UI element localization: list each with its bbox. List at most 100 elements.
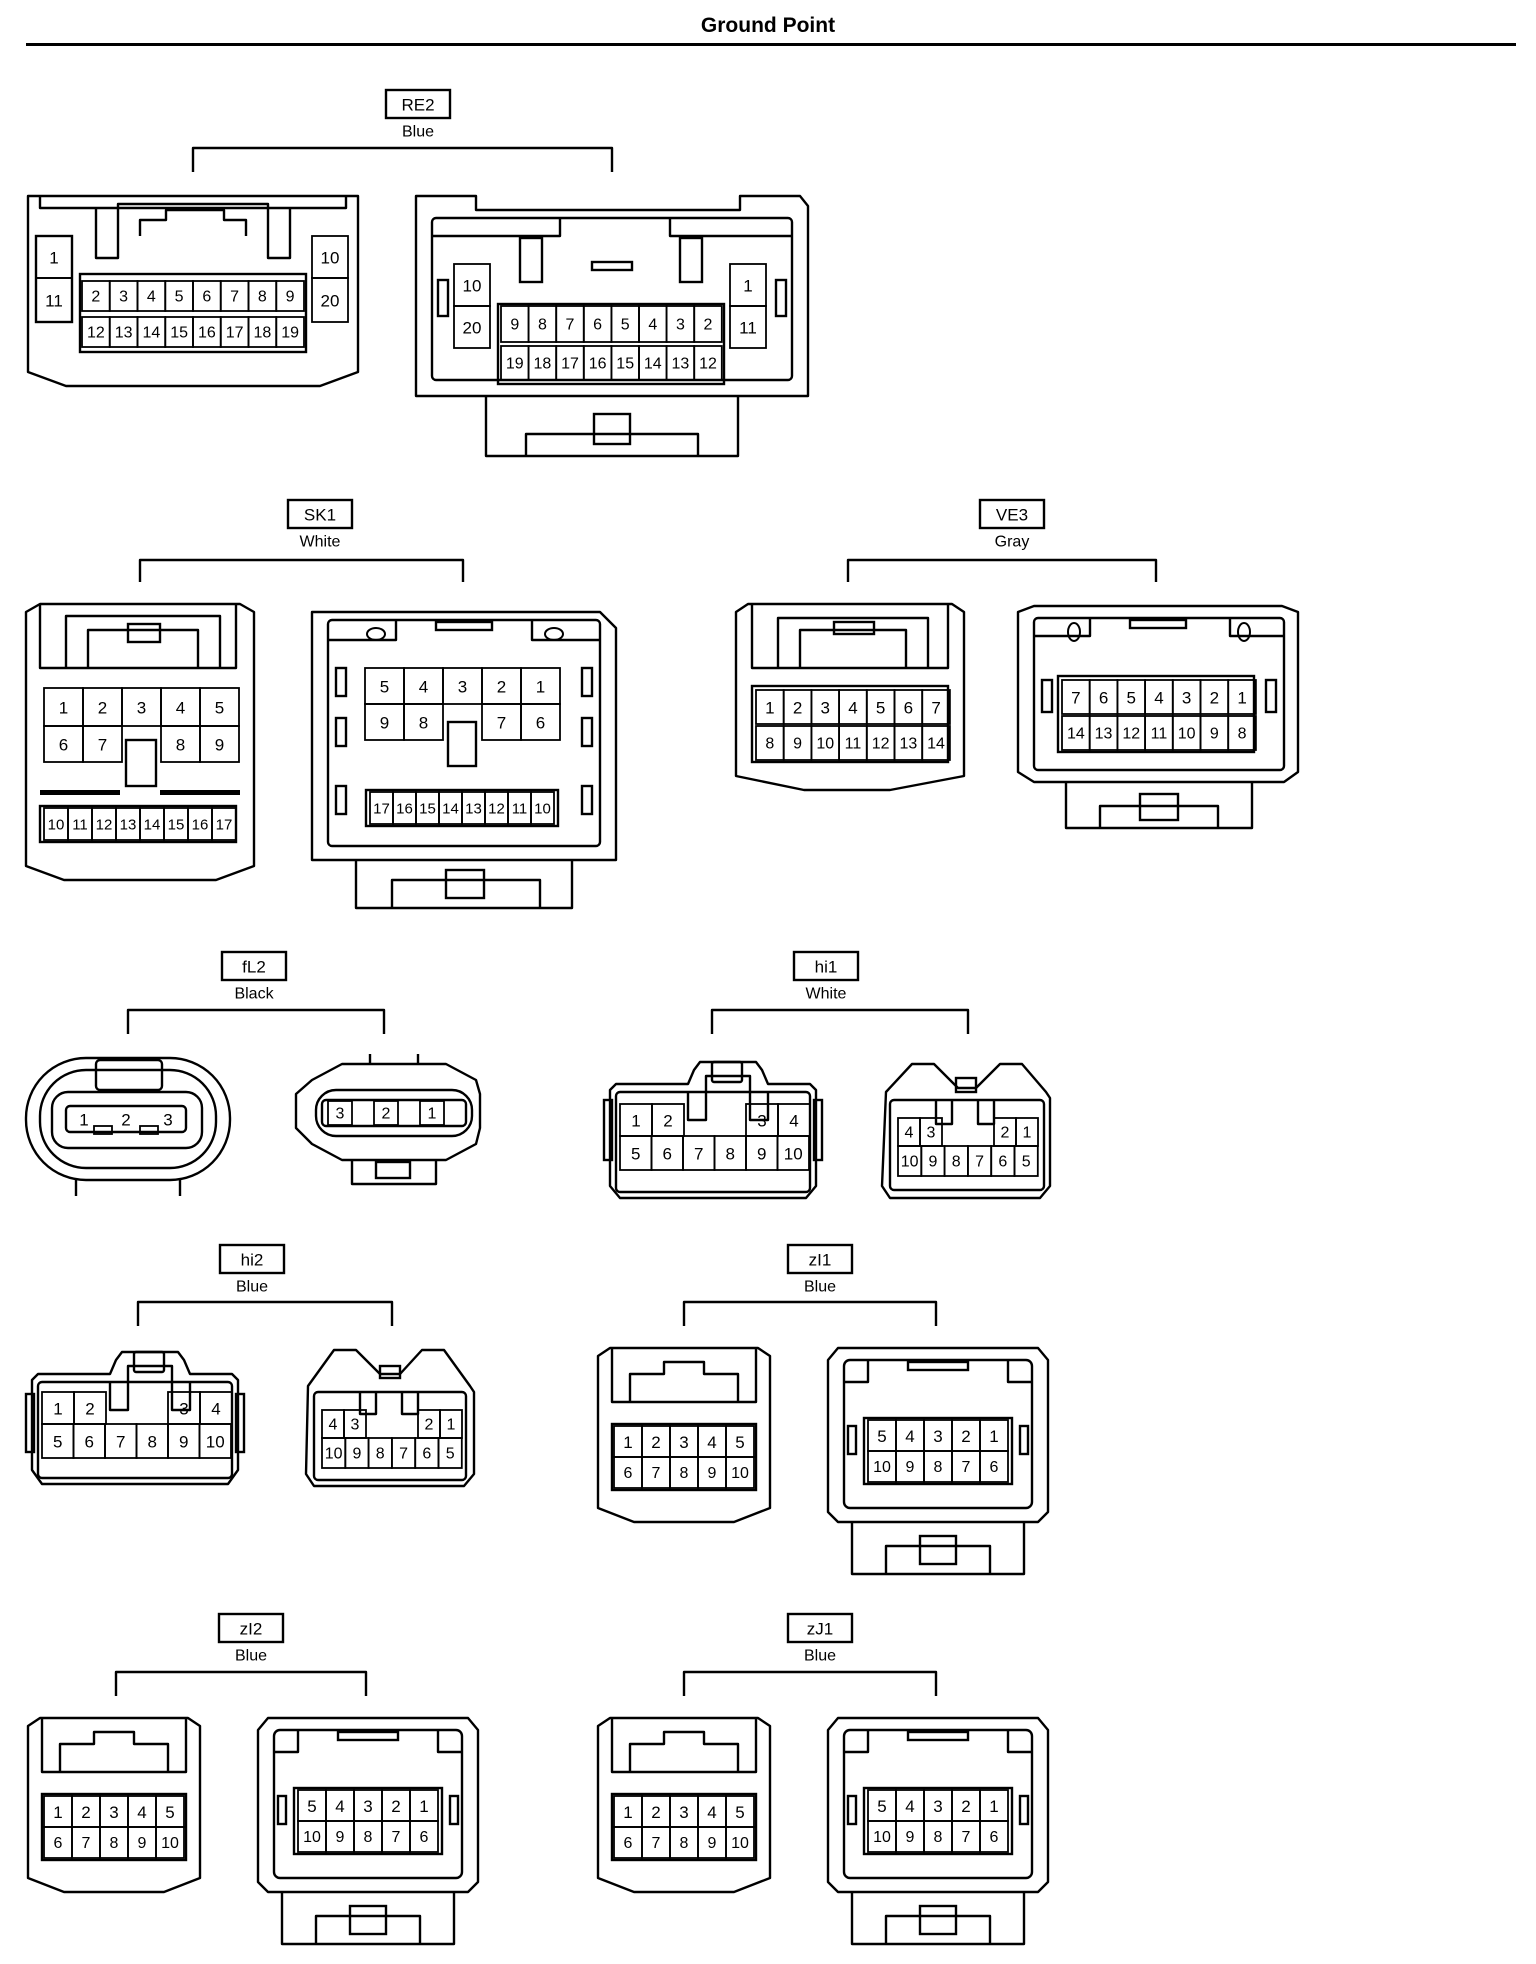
housing-outline (256, 1716, 480, 1894)
pin-number: 4 (176, 699, 185, 718)
connector-color: Blue (236, 1279, 268, 1296)
pin-number: 16 (589, 356, 607, 373)
lock-tab (484, 396, 740, 458)
connector-color: Black (234, 986, 274, 1003)
pin-number: 17 (216, 817, 233, 834)
pin-number: 20 (463, 319, 482, 338)
pin-number: 5 (1127, 689, 1136, 708)
keyway (124, 738, 158, 788)
pin-number: 5 (735, 1433, 744, 1452)
pin-number: 9 (793, 736, 802, 753)
pin-number: 17 (561, 356, 579, 373)
bracket (710, 1008, 970, 1034)
pin-number: 5 (621, 317, 630, 334)
side-rib (846, 1794, 858, 1826)
side-rib (602, 1098, 614, 1162)
pin-number: 10 (901, 1154, 919, 1171)
mount-hole (1237, 622, 1251, 642)
pin-number: 6 (663, 1145, 672, 1164)
inner-housing (312, 1390, 468, 1482)
lock-tab (350, 1160, 438, 1186)
connector-code-box (217, 1612, 285, 1644)
pin-number: 9 (928, 1154, 937, 1171)
pin-number: 9 (906, 1829, 915, 1846)
inner-housing (1032, 616, 1286, 772)
pin-number: 6 (202, 289, 211, 306)
pin-number: 5 (215, 699, 224, 718)
pin-number: 1 (447, 1417, 456, 1434)
title-rule (26, 43, 1516, 46)
pin-number: 2 (704, 317, 713, 334)
lock-tab (850, 1522, 1026, 1576)
pin-number: 4 (905, 1125, 914, 1142)
pin-number: 8 (419, 714, 428, 733)
pin-number: 8 (765, 736, 774, 753)
connector-color: Gray (995, 534, 1030, 551)
latch-slot (590, 260, 634, 272)
latch-slot (94, 1058, 164, 1092)
pin-number: 19 (506, 356, 524, 373)
side-rib (276, 1794, 288, 1826)
housing-outline (596, 1716, 772, 1894)
separator-bar (40, 790, 120, 795)
latch-slot (126, 622, 162, 644)
connector-code: zI1 (809, 1251, 832, 1270)
pin-number: 4 (905, 1797, 914, 1816)
pin-number: 10 (873, 1459, 891, 1476)
connector-code-box (978, 498, 1046, 530)
connector-code: hi1 (815, 958, 838, 977)
housing-outline (314, 1088, 474, 1138)
housing-outline (328, 620, 600, 642)
side-rib (24, 1392, 36, 1454)
pin-number: 1 (49, 249, 58, 268)
pin-number: 2 (651, 1433, 660, 1452)
pin-cell (725, 1826, 755, 1859)
pin-number: 10 (1178, 726, 1196, 743)
housing-outline (304, 1348, 476, 1488)
lock-tab (884, 1544, 992, 1574)
connector-code: zI2 (240, 1620, 263, 1639)
pin-number: 9 (138, 1835, 147, 1852)
bracket (114, 1670, 368, 1696)
keyway (446, 720, 478, 768)
pin-number: 3 (1182, 689, 1191, 708)
pin-number: 14 (644, 356, 662, 373)
pin-number: 9 (708, 1465, 717, 1482)
pin-cell (211, 807, 237, 841)
pin-cell (198, 1423, 232, 1459)
lock-tab (918, 1904, 958, 1936)
bracket (682, 1670, 938, 1696)
lock-tab (314, 1914, 422, 1944)
pin-cell (155, 1826, 185, 1859)
pin-number: 13 (672, 356, 690, 373)
housing-outline (610, 1718, 758, 1774)
pin-number: 1 (623, 1433, 632, 1452)
lock-tab (280, 1892, 456, 1946)
pin-number: 8 (680, 1835, 689, 1852)
pin-number: 10 (325, 1446, 343, 1463)
pin-number: 7 (652, 1835, 661, 1852)
pin-number: 13 (115, 325, 133, 342)
pin-number: 7 (962, 1459, 971, 1476)
side-rib (448, 1794, 460, 1826)
pin-number: 13 (899, 736, 917, 753)
pin-cell (530, 791, 555, 825)
pin-number: 1 (1023, 1125, 1032, 1142)
pin-number: 1 (1237, 689, 1246, 708)
pin-number: 8 (176, 736, 185, 755)
pin-number: 2 (651, 1803, 660, 1822)
pin-number: 3 (458, 678, 467, 697)
pin-number: 6 (1099, 689, 1108, 708)
pin-cell (1227, 679, 1257, 715)
pin-cell (373, 1100, 399, 1126)
pin-number: 9 (336, 1829, 345, 1846)
pin-number: 2 (961, 1797, 970, 1816)
housing-outline (628, 1730, 740, 1772)
pin-block (862, 1416, 1014, 1486)
pin-cell (776, 1135, 810, 1171)
